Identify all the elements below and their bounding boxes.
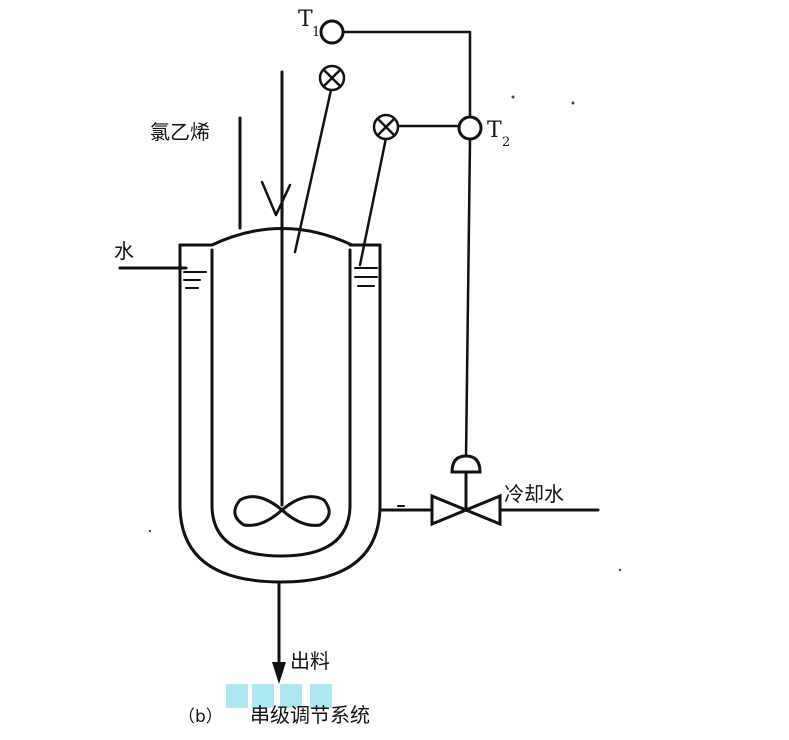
t2-label-subscript: 2: [502, 135, 510, 150]
t1-label-subscript: 1: [312, 25, 320, 40]
discharge-label: 出料: [290, 649, 330, 673]
caption-highlight: [226, 684, 332, 708]
discharge-arrow-head: [272, 662, 286, 684]
caption-prefix: （b）: [178, 707, 223, 727]
t1-sensor-bulb: [318, 64, 346, 92]
valve-actuator: [450, 454, 482, 474]
agitator-top-v: [260, 180, 292, 217]
reactor-jacket-outer: [178, 243, 382, 584]
reactor-vessel-inner: [210, 248, 352, 558]
t2-label: T: [487, 118, 502, 143]
control-valve: [430, 472, 502, 527]
jacket-level-marks-right: [354, 267, 378, 287]
agitator-blade-left: [233, 495, 284, 527]
t2-controller-circle: [457, 115, 483, 141]
scan-specks: [148, 95, 622, 572]
t1-to-t2-signal-line: [342, 30, 472, 117]
t2-to-valve-signal-line: [464, 138, 472, 460]
caption-text: 串级调节系统: [250, 703, 370, 727]
t1-sensor-line: [293, 88, 333, 254]
t2-sensor-bulb: [372, 113, 400, 141]
t1-controller-circle: [319, 19, 345, 45]
reactor-top-head: [178, 227, 382, 247]
jacket-level-marks-left: [183, 271, 207, 289]
water-label: 水: [114, 239, 134, 263]
vinyl-chloride-label: 氯乙烯: [150, 120, 210, 144]
agitator-blade-right: [280, 495, 331, 527]
t2-sensor-line: [358, 136, 388, 267]
t1-label: T: [298, 7, 313, 32]
cooling-water-label: 冷却水: [504, 482, 564, 506]
